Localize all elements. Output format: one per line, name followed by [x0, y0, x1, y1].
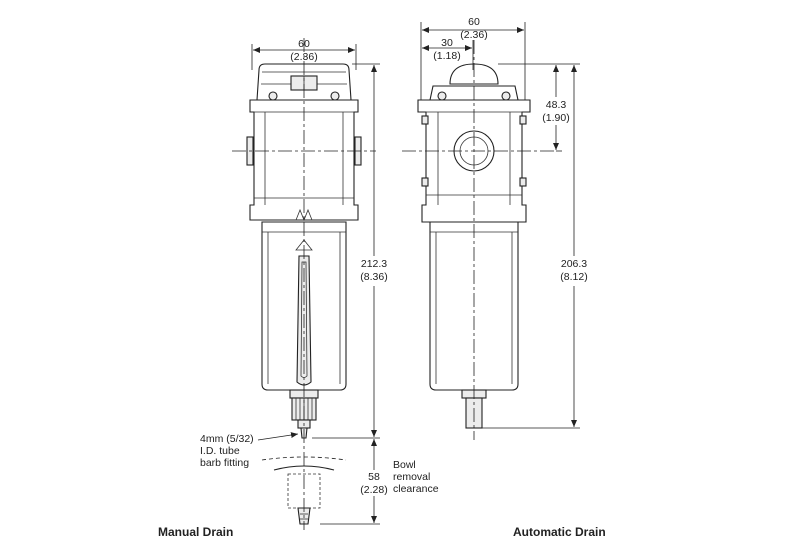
auto-half-width-mm: 30: [441, 37, 453, 49]
auto-half-width-dimension: 30 (1.18): [422, 37, 474, 70]
auto-width-in: (2.36): [460, 29, 487, 41]
manual-height-mm: 212.3: [361, 258, 387, 270]
clearance-label: clearance: [393, 483, 439, 495]
manual-drain-view: 60 (2.36): [158, 38, 439, 539]
auto-width-dimension: 60 (2.36): [420, 16, 526, 100]
manual-height-dimension: 212.3 (8.36): [312, 63, 396, 439]
manual-drain-caption: Manual Drain: [158, 525, 233, 539]
fitting-callout: 4mm (5/32) I.D. tube barb fitting: [200, 432, 299, 469]
auto-port-height-in: (1.90): [542, 112, 569, 124]
auto-port-height-mm: 48.3: [546, 99, 567, 111]
automatic-drain-caption: Automatic Drain: [513, 525, 606, 539]
fitting-size-label: 4mm (5/32): [200, 433, 254, 445]
bowl-clearance-callout: Bowl removal clearance: [393, 459, 439, 495]
fitting-tube-label: I.D. tube: [200, 445, 240, 457]
clearance-mm: 58: [368, 471, 380, 483]
auto-height-mm: 206.3: [561, 258, 587, 270]
auto-half-width-in: (1.18): [433, 50, 460, 62]
auto-width-mm: 60: [468, 16, 480, 28]
bowl-removal-ghost: [261, 456, 347, 525]
auto-filter-bowl: [429, 221, 519, 391]
bowl-label: Bowl: [393, 459, 416, 471]
bowl-removal-dimension: 58 (2.28): [320, 439, 394, 525]
fitting-type-label: barb fitting: [200, 457, 249, 469]
removal-label: removal: [393, 471, 430, 483]
manual-height-in: (8.36): [360, 271, 387, 283]
clearance-in: (2.28): [360, 484, 387, 496]
auto-port-height-dimension: 48.3 (1.90): [498, 63, 580, 152]
auto-height-dimension: 206.3 (8.12): [482, 65, 596, 429]
automatic-drain-view: 60 (2.36) 30 (1.18): [402, 16, 606, 539]
auto-height-in: (8.12): [560, 271, 587, 283]
